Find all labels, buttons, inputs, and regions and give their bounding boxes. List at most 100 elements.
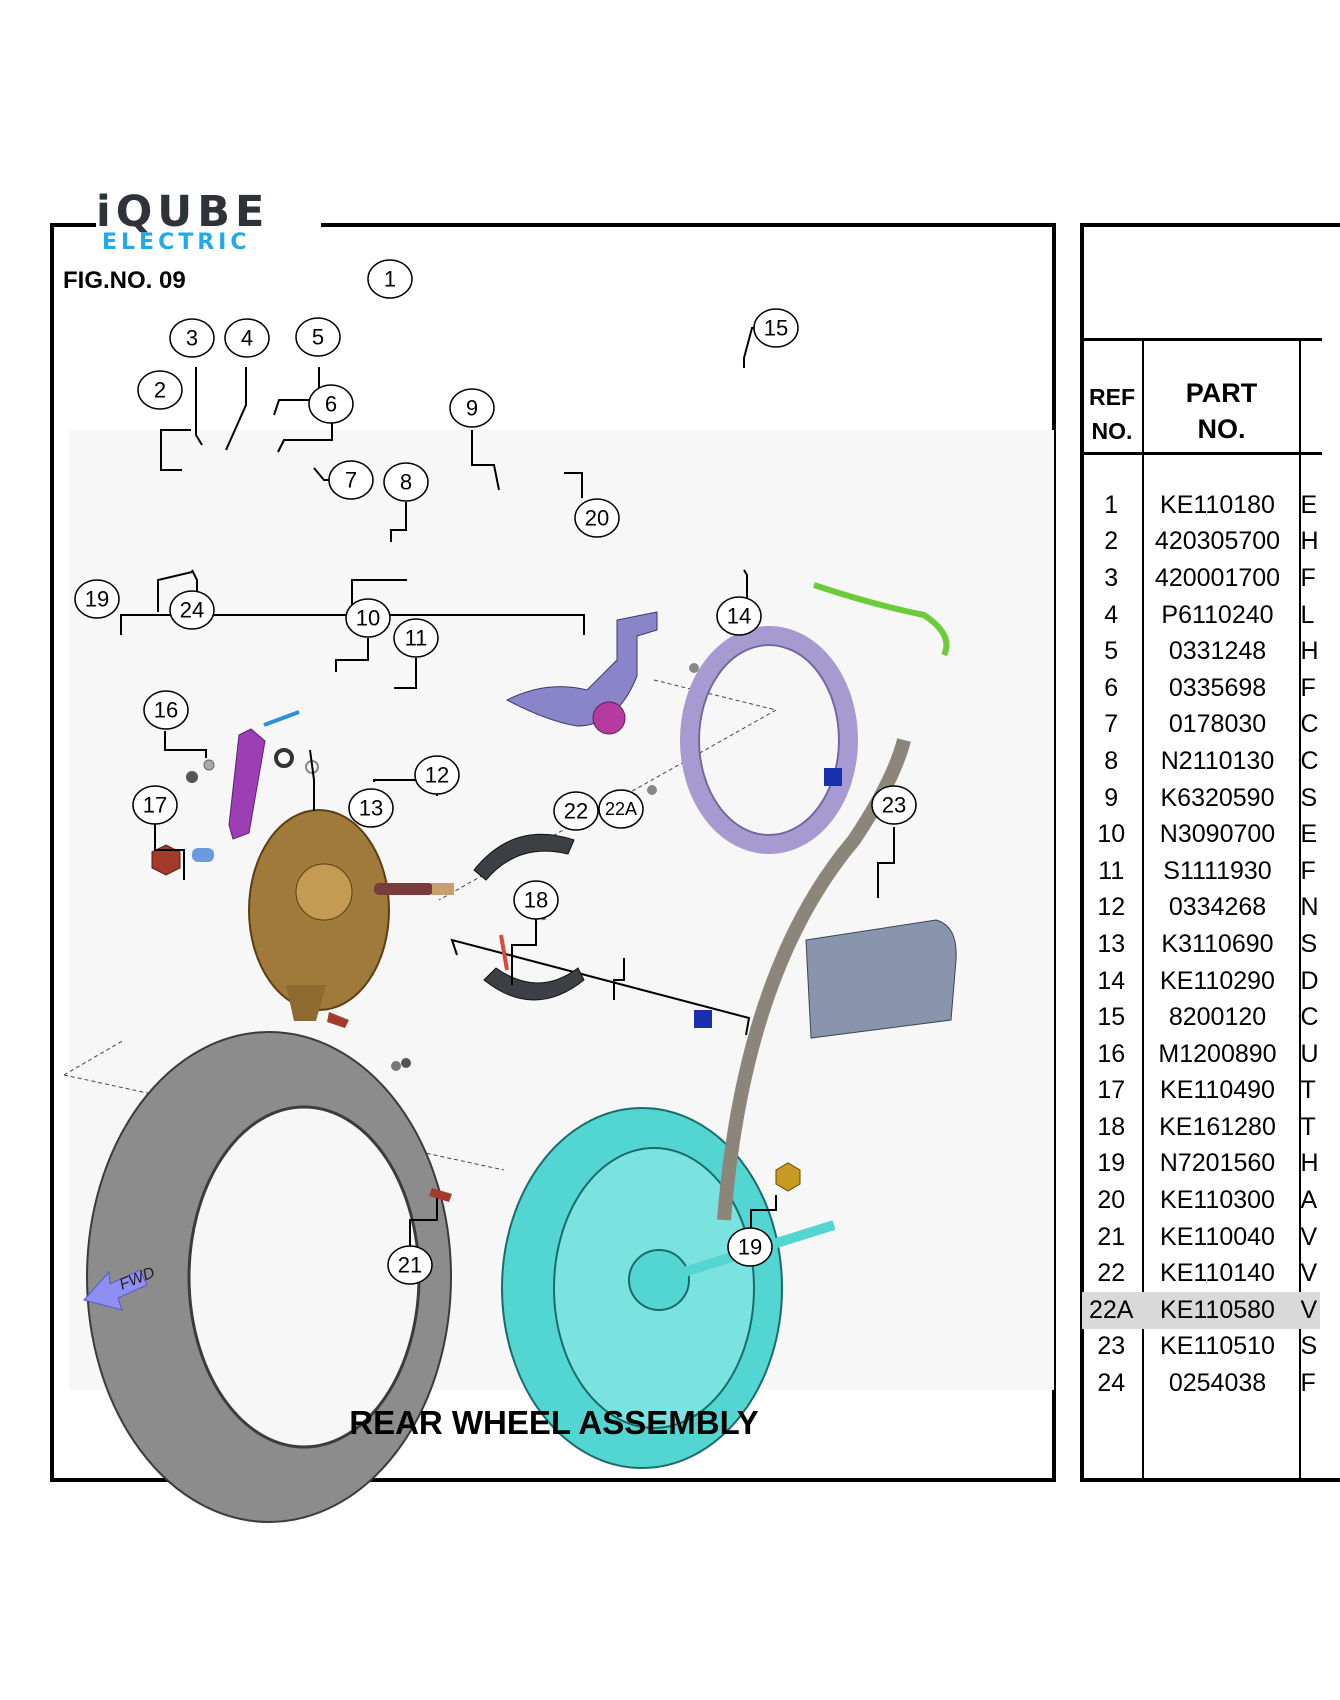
- callout-20: 20: [574, 498, 620, 538]
- part-no-cell: KE110300: [1160, 1186, 1275, 1215]
- svg-text:18: 18: [524, 888, 548, 913]
- table-header-top-rule: [1082, 338, 1322, 341]
- exploded-parts-diagram: FWD 1 2 3 4 5 6 7 8 9 10: [63, 259, 1054, 1523]
- part-9-brake-shoe-lower-shape: [483, 967, 585, 1001]
- description-cell-truncated: S: [1300, 929, 1318, 958]
- cable-clip-shape: [694, 1010, 712, 1028]
- logo-subtitle: ELECTRIC: [102, 230, 251, 255]
- callout-13: 13: [348, 788, 394, 828]
- svg-text:15: 15: [764, 316, 788, 341]
- brake-panel-arm-shape: [286, 985, 326, 1021]
- table-row: 20 KE110300 A: [1082, 1182, 1320, 1219]
- part-8-cam-end-shape: [432, 883, 454, 895]
- description-cell-truncated: V: [1300, 1295, 1318, 1324]
- ref-no-cell: 15: [1097, 1003, 1126, 1032]
- part-no-cell: KE110180: [1160, 490, 1275, 519]
- description-cell-truncated: V: [1300, 1222, 1318, 1251]
- svg-text:22: 22: [564, 799, 588, 824]
- description-cell-truncated: U: [1300, 1039, 1319, 1068]
- ref-no-cell: 24: [1097, 1369, 1126, 1398]
- part-no-cell: KE110490: [1160, 1076, 1275, 1105]
- part-no-header: PART NO.: [1144, 375, 1299, 447]
- figure-frame: [50, 223, 1056, 1482]
- part-no-cell: 0331248: [1168, 637, 1267, 666]
- part-no-cell: 420001700: [1154, 563, 1281, 592]
- part-5-bolt-shape: [263, 710, 300, 727]
- svg-text:6: 6: [325, 392, 337, 417]
- description-cell-truncated: T: [1300, 1112, 1316, 1141]
- ref-no-cell: 2: [1104, 527, 1119, 556]
- callout-18: 18: [513, 880, 559, 920]
- callout-7: 7: [328, 460, 374, 500]
- ref-no-cell: 3: [1104, 563, 1119, 592]
- callout-15: 15: [753, 308, 799, 348]
- part-2-nut-shape: [186, 771, 198, 783]
- callout-12: 12: [414, 755, 460, 795]
- svg-text:22A: 22A: [605, 799, 637, 819]
- part-no-cell: 0178030: [1168, 710, 1267, 739]
- description-cell-truncated: V: [1300, 1259, 1318, 1288]
- svg-text:13: 13: [359, 796, 383, 821]
- part-6-washer-shape: [274, 748, 294, 768]
- part-no-cell: 0335698: [1168, 673, 1267, 702]
- callout-21: 21: [387, 1245, 433, 1285]
- svg-text:10: 10: [356, 606, 380, 631]
- description-cell-truncated: A: [1300, 1186, 1318, 1215]
- description-cell-truncated: F: [1300, 563, 1316, 592]
- part-no-cell: KE110140: [1160, 1259, 1275, 1288]
- svg-text:19: 19: [85, 587, 109, 612]
- ref-no-cell: 7: [1104, 710, 1119, 739]
- ref-header-line1: REF: [1089, 384, 1135, 410]
- svg-text:17: 17: [143, 793, 167, 818]
- ref-no-cell: 14: [1097, 966, 1126, 995]
- svg-text:3: 3: [186, 326, 198, 351]
- part-20-bushing-shape: [592, 701, 626, 735]
- iqube-electric-logo: iQUBE ELECTRIC: [96, 191, 321, 255]
- callout-11: 11: [393, 618, 439, 658]
- description-cell-truncated: L: [1300, 600, 1315, 629]
- callout-3: 3: [169, 318, 215, 358]
- svg-text:23: 23: [882, 793, 906, 818]
- ref-no-cell: 13: [1097, 929, 1126, 958]
- part-no-cell: M1200890: [1158, 1039, 1277, 1068]
- table-header-bottom-rule: [1082, 452, 1322, 455]
- part-24-bush-shape: [192, 848, 214, 862]
- table-column-divider: [1142, 340, 1144, 1480]
- part-12-nut-shape: [391, 1061, 401, 1071]
- callout-23: 23: [871, 785, 917, 825]
- ref-no-cell: 18: [1097, 1112, 1126, 1141]
- part-header-line2: NO.: [1197, 414, 1246, 444]
- callout-4: 4: [224, 318, 270, 358]
- ref-no-cell: 17: [1097, 1076, 1126, 1105]
- description-cell-truncated: E: [1300, 820, 1318, 849]
- svg-text:8: 8: [400, 470, 412, 495]
- callout-16: 16: [143, 690, 189, 730]
- ref-no-cell: 20: [1097, 1186, 1126, 1215]
- part-no-cell: KE110040: [1160, 1222, 1275, 1251]
- description-cell-truncated: S: [1300, 1332, 1318, 1361]
- part-23-cover-shape: [805, 919, 957, 1039]
- part-14-dust-cover-shape: [680, 626, 858, 854]
- svg-text:21: 21: [398, 1253, 422, 1278]
- brake-panel-hub-shape: [295, 863, 353, 921]
- part-20-bracket-shape: [505, 611, 658, 727]
- part-no-cell: N3090700: [1159, 820, 1276, 849]
- cable-harness-wire-shape: [813, 582, 950, 657]
